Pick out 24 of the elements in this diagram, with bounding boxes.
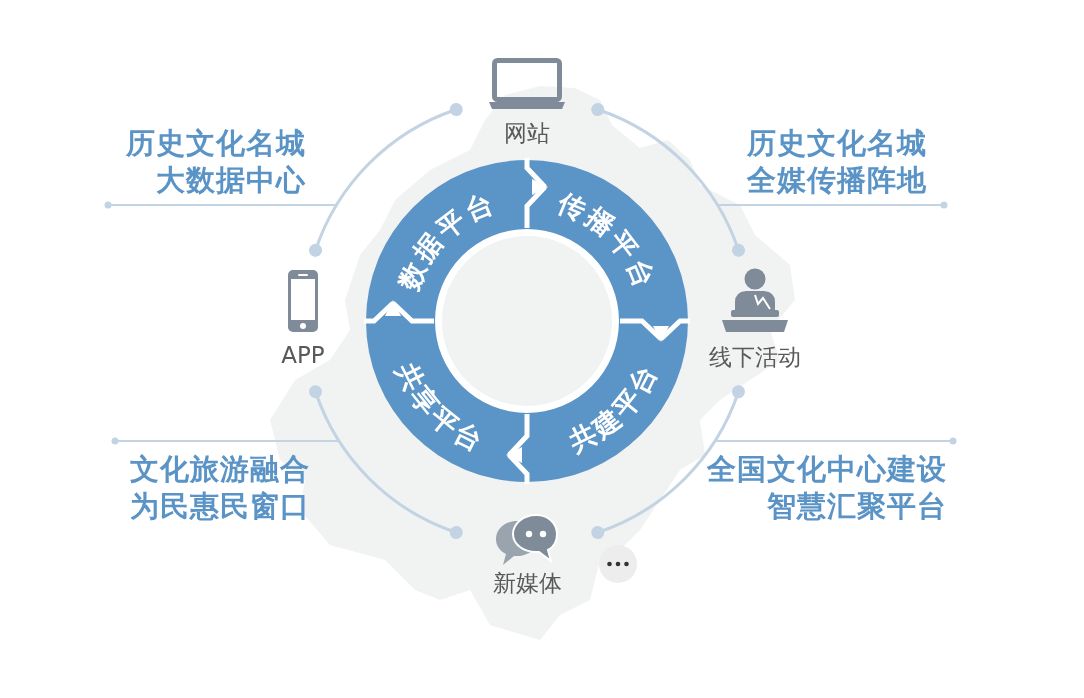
slogan-text: 历史文化名城大数据中心 — [125, 125, 306, 199]
chevron-divider — [364, 300, 401, 324]
connector-arc — [591, 385, 745, 539]
slogan-text: 文化旅游融合为民惠民窗口 — [130, 451, 311, 525]
leader-line — [111, 437, 341, 445]
chevron-divider — [524, 158, 548, 195]
chevron-divider — [653, 318, 690, 342]
segment-label: 共建平台 — [564, 358, 664, 458]
segment-label: 数据平台 — [392, 186, 500, 294]
connector-arc — [591, 103, 745, 257]
segment-label: 传播平台 — [554, 186, 662, 294]
segment-label: 共享平台 — [390, 358, 490, 458]
channel-label: APP — [281, 342, 325, 368]
channel-label: 网站 — [504, 120, 550, 146]
chevron-divider — [506, 447, 530, 484]
leader-line — [104, 201, 338, 209]
slogan-text: 历史文化名城全媒传播阵地 — [746, 125, 927, 199]
connector-arc — [309, 103, 463, 257]
connector-arc — [309, 385, 463, 539]
leader-line — [716, 201, 948, 209]
leader-line — [713, 437, 957, 445]
channel-label: 线下活动 — [709, 344, 801, 370]
slogan-text: 全国文化中心建设智慧汇聚平台 — [706, 451, 947, 525]
channel-label: 新媒体 — [492, 570, 562, 596]
